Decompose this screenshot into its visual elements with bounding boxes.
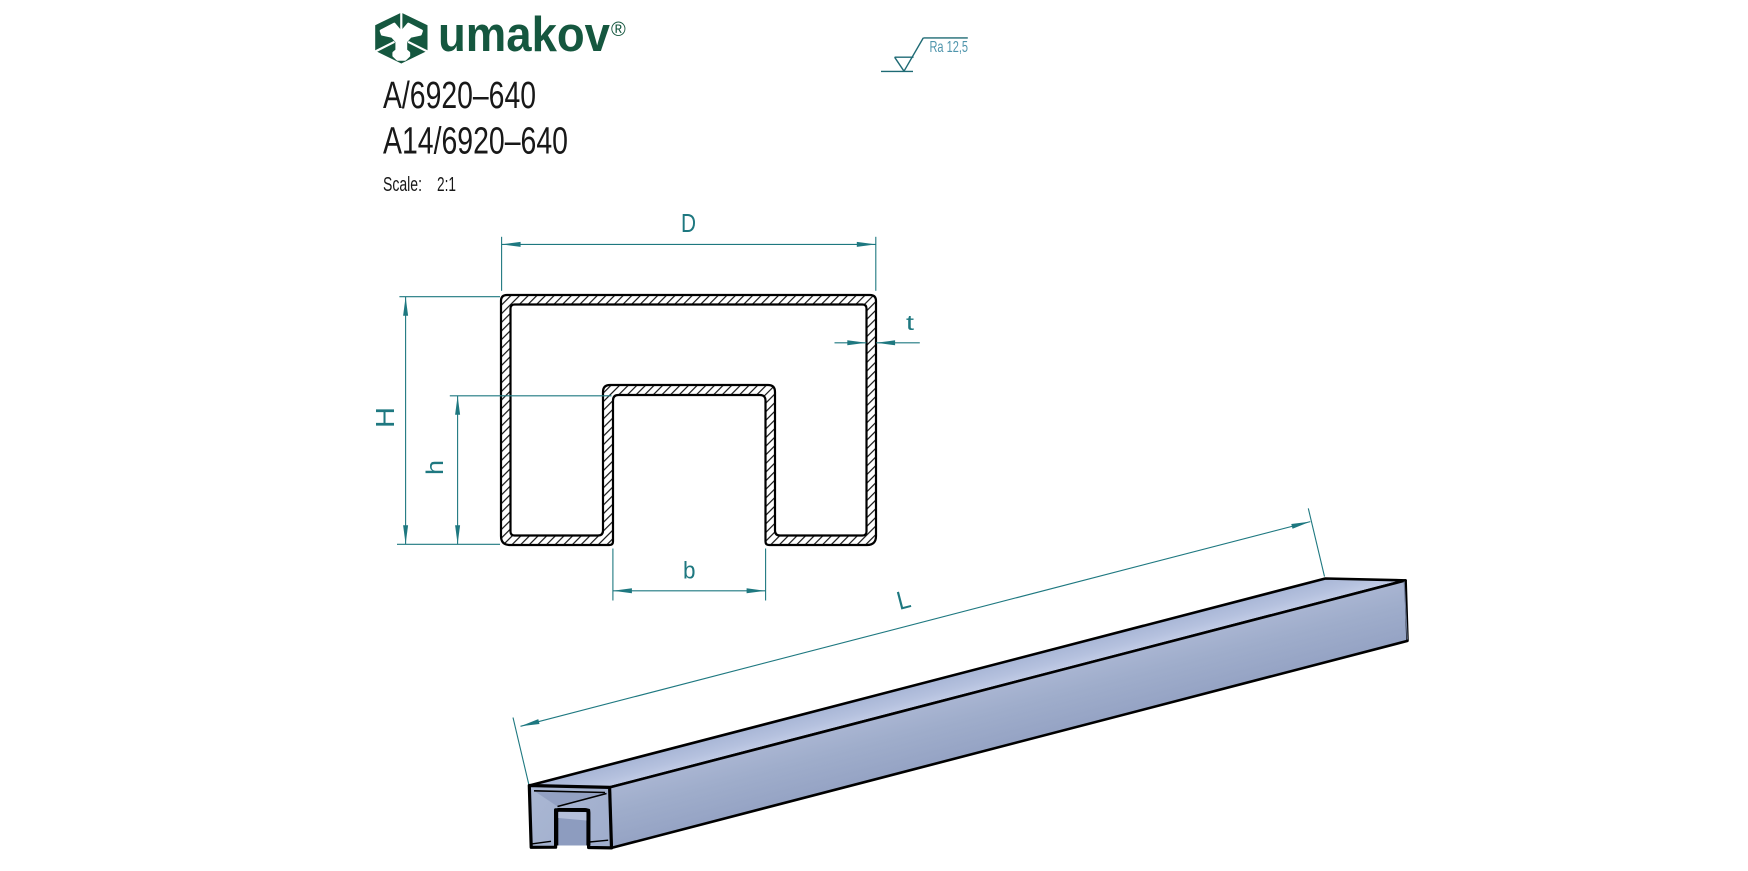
dim-L-ext-far — [1307, 508, 1326, 577]
isometric-view — [527, 577, 1409, 850]
title-block: A/6920–640 A14/6920–640 Scale: 2:1 — [383, 75, 568, 196]
label-t: t — [906, 312, 914, 335]
dim-L-ext-near — [512, 717, 530, 785]
product-code-1: A/6920–640 — [383, 75, 536, 117]
dim-L-line — [520, 521, 1311, 727]
dim-L — [512, 508, 1326, 785]
bar-left-leg-inner-edge — [532, 840, 552, 845]
bar-chamber-shadow — [534, 790, 609, 807]
label-H: H — [370, 407, 400, 428]
label-h: h — [422, 460, 449, 475]
scale-value: 2:1 — [437, 174, 456, 196]
umakov-logo: umakov ® — [374, 8, 626, 64]
dimension-lines — [397, 236, 1326, 785]
registered-mark: ® — [611, 19, 626, 41]
surface-roughness-symbol — [881, 37, 968, 73]
bar-inner-top-edge — [533, 790, 606, 794]
bar-end-inner-edges — [532, 790, 609, 845]
bar-slot-top-highlight — [558, 811, 587, 821]
product-code-2: A14/6920–640 — [383, 121, 568, 163]
label-b: b — [683, 558, 696, 585]
bar-right-leg-inner-edge — [589, 839, 609, 843]
umakov-logo-icon — [374, 11, 429, 64]
logo-slit-lower-right — [407, 40, 429, 53]
cross-section-view — [499, 293, 878, 547]
logo-slit-lower-left — [374, 40, 395, 53]
roughness-check-stroke — [903, 37, 924, 72]
logo-y-shape — [379, 22, 423, 61]
dimension-labels: D H h b t L — [370, 208, 914, 616]
dim-h — [449, 395, 612, 545]
dim-H — [397, 296, 500, 545]
section-profile — [499, 293, 878, 547]
scale-label: Scale: — [383, 174, 422, 196]
roughness-value: Ra 12,5 — [930, 39, 969, 56]
logo-wordmark: umakov — [438, 8, 611, 62]
bar-slot-top-arris — [557, 792, 607, 808]
logo-slits — [374, 11, 429, 53]
label-L: L — [893, 584, 913, 616]
roughness-triangle-left-leg — [894, 56, 905, 72]
bar-side-face — [608, 579, 1409, 850]
bar-far-edge-highlight — [1403, 581, 1408, 640]
label-D: D — [681, 208, 696, 238]
dim-D — [501, 236, 877, 291]
